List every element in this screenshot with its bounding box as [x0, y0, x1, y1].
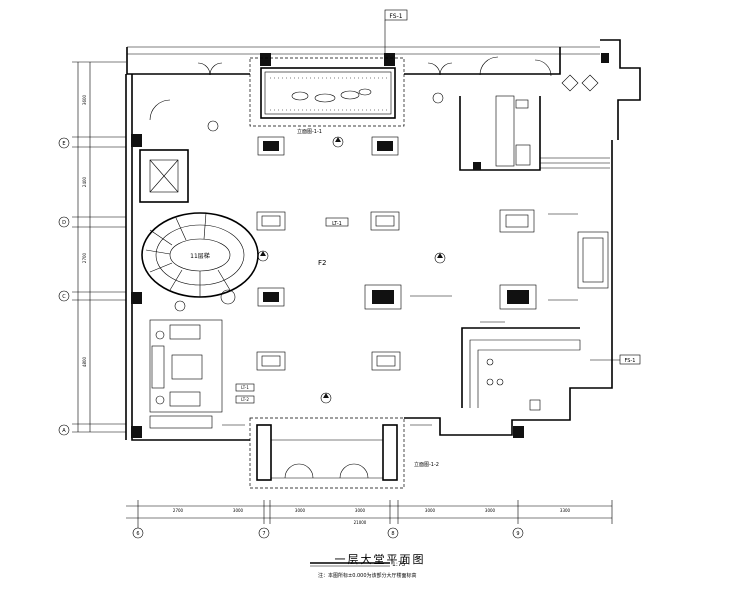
bottom-dim-6: 3000	[485, 508, 496, 513]
section-marker-right: FS-1	[590, 354, 641, 365]
drawing-scale: 1:75	[392, 561, 406, 568]
area-f2-label: F2	[318, 259, 326, 267]
drawing-title: 一层大堂平面图	[334, 553, 426, 566]
bottom-dim-4: 3000	[355, 508, 366, 513]
bottom-dim-5: 3000	[425, 508, 436, 513]
tag-a-label: LT-1	[241, 385, 249, 390]
interior-columns	[256, 136, 609, 371]
lift-hall-tag: LT-1	[332, 221, 342, 227]
axis-bottom-6: 6	[136, 531, 139, 537]
feature-planter-top	[249, 57, 405, 127]
elevation-a-label: 立面图-1-1	[297, 128, 322, 135]
bottom-dim-total: 21000	[354, 520, 367, 525]
left-dim-2: 2400	[82, 176, 87, 187]
axis-left-A: A	[62, 428, 66, 434]
drawing-title-block: 一层大堂平面图	[300, 548, 460, 567]
left-dimension-chain: 3600 2400 2700 4800 E D C A	[58, 61, 126, 436]
drawing-note: 注：本图所标±0.000为该部分大厅楼面标高	[318, 573, 417, 579]
axis-left-E: E	[62, 141, 65, 147]
entrance-vestibule	[249, 417, 405, 489]
bottom-dim-2: 3000	[233, 508, 244, 513]
spiral-staircase: 11层梯	[141, 212, 259, 305]
elevator-shaft	[139, 149, 189, 203]
exterior-walls	[125, 39, 641, 441]
elevation-b-label: 立面图-1-2	[414, 461, 439, 468]
axis-bottom-8: 8	[391, 531, 394, 537]
axis-bottom-7: 7	[262, 531, 265, 537]
left-dim-1: 3600	[82, 94, 87, 105]
service-core	[432, 74, 599, 171]
tag-b-label: LT-2	[241, 397, 249, 402]
left-dim-3: 2700	[82, 252, 87, 263]
lobby-annotations: LT-1 F2 立面图-1-1 立面图-1-2 LT-1 LT-2	[174, 120, 578, 468]
structural-columns	[131, 53, 609, 438]
doors-top	[149, 56, 552, 121]
left-dim-4: 4800	[82, 356, 87, 367]
lounge-seating	[149, 319, 255, 429]
bottom-dim-1: 2700	[173, 508, 184, 513]
bottom-dim-7: 3300	[560, 508, 571, 513]
axis-left-D: D	[62, 220, 66, 226]
section-marker-top: FS-1	[384, 9, 408, 58]
section-label-top: FS-1	[389, 13, 402, 20]
elevator-label: 11层梯	[190, 252, 210, 260]
axis-left-C: C	[62, 294, 66, 300]
section-label-right: FS-1	[625, 358, 636, 364]
bottom-dim-3: 3000	[295, 508, 306, 513]
reception-counter	[461, 327, 581, 411]
bottom-dimension-chain: 2700 3000 3000 3000 3000 3000 3300 21000…	[126, 500, 613, 539]
axis-bottom-9: 9	[516, 531, 519, 537]
